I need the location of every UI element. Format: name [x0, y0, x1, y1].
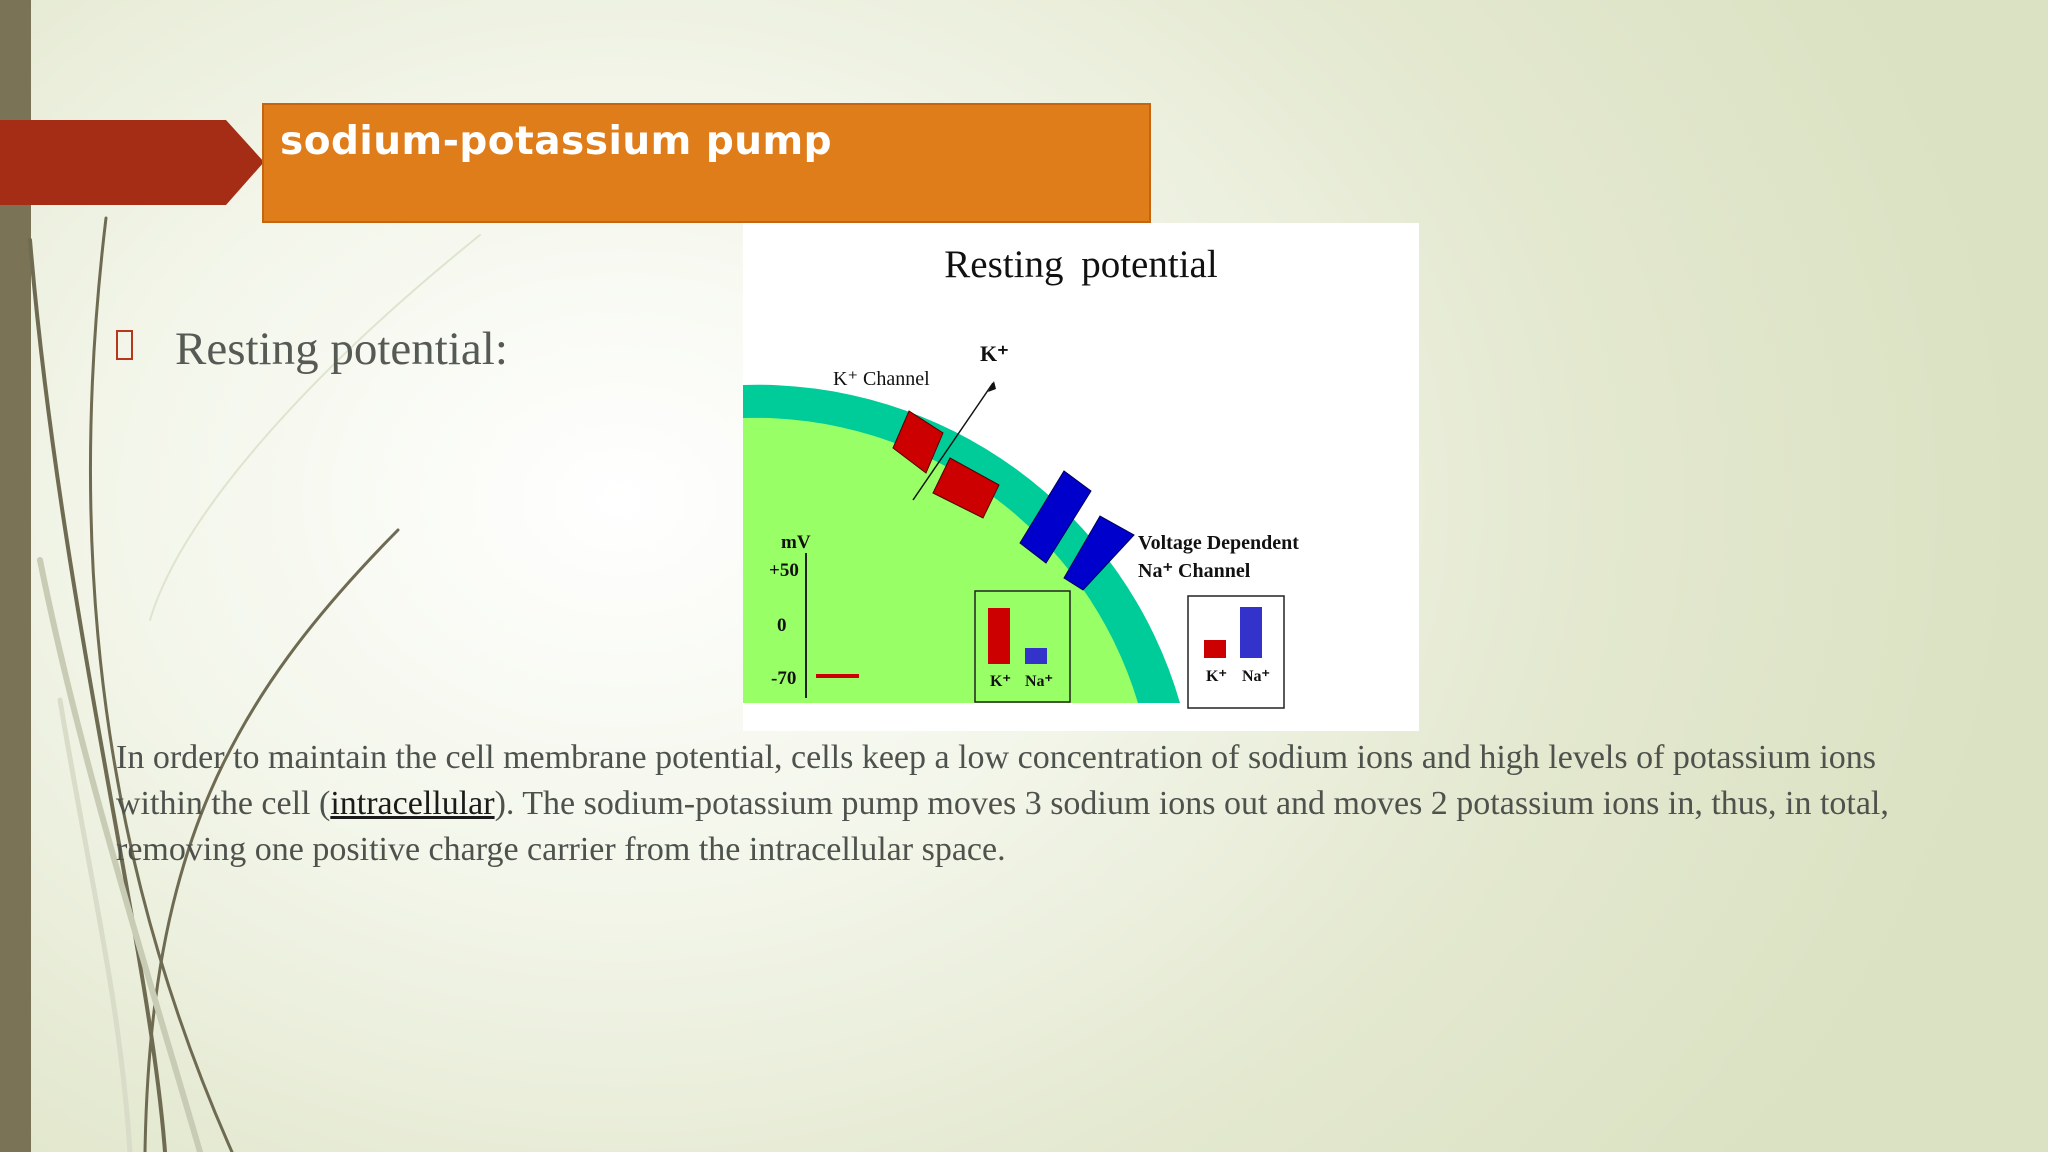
resting-potential-figure: Resting potential K⁺ K⁺ Channel Voltage …	[743, 223, 1419, 731]
inside-na-label: Na⁺	[1025, 673, 1053, 690]
na-channel	[1019, 470, 1135, 591]
outside-na-bar	[1240, 607, 1262, 658]
outside-na-label: Na⁺	[1242, 668, 1270, 685]
outside-k-label: K⁺	[1206, 668, 1227, 685]
title-arrow-shape	[0, 120, 264, 205]
tick-minus70: -70	[771, 668, 797, 689]
k-channel-label: K⁺ Channel	[833, 368, 930, 390]
bullet-resting-potential: Resting potential:	[175, 323, 508, 375]
mv-axis-unit: mV	[781, 532, 811, 553]
inside-na-bar	[1025, 648, 1047, 664]
na-channel-label-1: Voltage Dependent	[1138, 532, 1299, 554]
inside-k-label: K⁺	[990, 673, 1011, 690]
bullet-icon	[116, 330, 133, 360]
cell-diagram	[743, 381, 1285, 709]
figure-title: Resting potential	[944, 243, 1218, 286]
cytoplasm	[743, 417, 1138, 703]
k-ion-label: K⁺	[980, 341, 1009, 366]
inside-inset-box	[974, 590, 1071, 703]
outside-inset-box	[1187, 595, 1285, 709]
paragraph-text-after-link: ). The sodium-potassium pump moves 3 sod…	[116, 785, 1889, 868]
outside-k-bar	[1204, 640, 1226, 658]
intracellular-link[interactable]: intracellular	[330, 785, 495, 822]
inside-k-bar	[988, 608, 1010, 664]
tick-zero: 0	[777, 615, 787, 636]
body-paragraph: In order to maintain the cell membrane p…	[116, 735, 1916, 873]
na-channel-label-2: Na⁺ Channel	[1138, 560, 1251, 582]
tick-plus50: +50	[769, 560, 799, 581]
title-banner: sodium-potassium pump	[262, 103, 1151, 223]
paragraph-text-before-link: In order to maintain the cell membrane p…	[116, 739, 1876, 822]
slide-title: sodium-potassium pump	[280, 119, 833, 164]
k-channel	[892, 381, 1000, 519]
